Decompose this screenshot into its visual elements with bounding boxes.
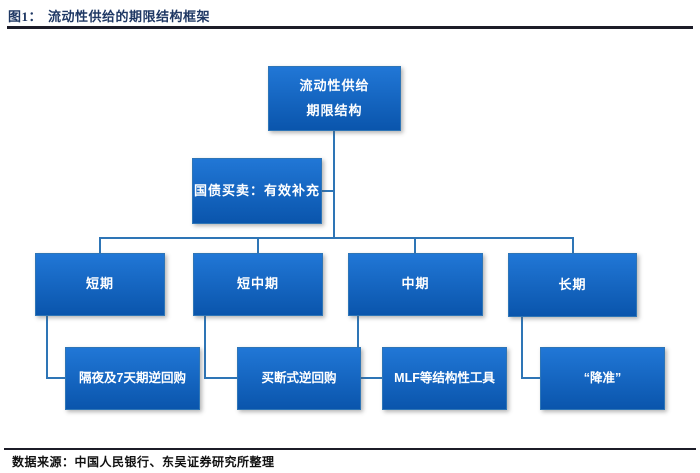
node-short-mid-term-label: 短中期	[236, 276, 279, 292]
node-mlf-structural-tools-label: MLF等结构性工具	[394, 370, 495, 385]
connector-treasury-horizontal	[322, 190, 334, 192]
connector-l4-horizontal	[521, 377, 540, 379]
connector-l2-horizontal	[204, 377, 237, 379]
node-treasury-trading: 国债买卖：有效补充	[192, 158, 322, 224]
connector-drop-mid	[414, 237, 416, 253]
node-root-line1: 流动性供给	[299, 77, 370, 93]
node-short-mid-term: 短中期	[193, 253, 323, 316]
node-overnight-7d-repo-label: 隔夜及7天期逆回购	[79, 370, 186, 385]
node-rrr-cut-label: “降准”	[583, 370, 622, 385]
node-outright-repo: 买断式逆回购	[237, 347, 361, 410]
connector-main-horizontal	[100, 237, 574, 239]
figure-title-text: 流动性供给的期限结构框架	[48, 9, 211, 24]
node-root-line2: 期限结构	[306, 102, 363, 118]
connector-l2-vertical	[204, 316, 206, 379]
header-rule	[7, 26, 693, 29]
footer-rule	[4, 448, 696, 450]
node-treasury-label: 国债买卖：有效补充	[193, 182, 320, 198]
node-overnight-7d-repo: 隔夜及7天期逆回购	[65, 347, 200, 410]
connector-l4-vertical	[521, 316, 523, 379]
connector-drop-short	[99, 237, 101, 253]
node-mlf-structural-tools: MLF等结构性工具	[382, 347, 507, 410]
connector-drop-long	[572, 237, 574, 253]
connector-drop-short-mid	[257, 237, 259, 253]
figure-number-label: 图1：	[8, 9, 43, 24]
connector-l1-vertical	[46, 316, 48, 379]
connector-root-vertical	[333, 131, 335, 238]
node-mid-term-label: 中期	[401, 276, 430, 292]
node-mid-term: 中期	[348, 253, 483, 316]
node-long-term-label: 长期	[558, 276, 587, 292]
node-outright-repo-label: 买断式逆回购	[261, 370, 337, 385]
node-liquidity-supply-root: 流动性供给 期限结构	[268, 66, 401, 131]
figure-title: 图1： 流动性供给的期限结构框架	[8, 6, 210, 25]
data-source-note: 数据来源：中国人民银行、东吴证券研究所整理	[12, 455, 275, 469]
node-short-term: 短期	[35, 253, 165, 316]
connector-l1-horizontal	[46, 377, 65, 379]
node-long-term: 长期	[508, 253, 637, 317]
node-short-term-label: 短期	[85, 276, 114, 292]
connector-l3-horizontal	[357, 377, 382, 379]
node-rrr-cut: “降准”	[540, 347, 665, 410]
